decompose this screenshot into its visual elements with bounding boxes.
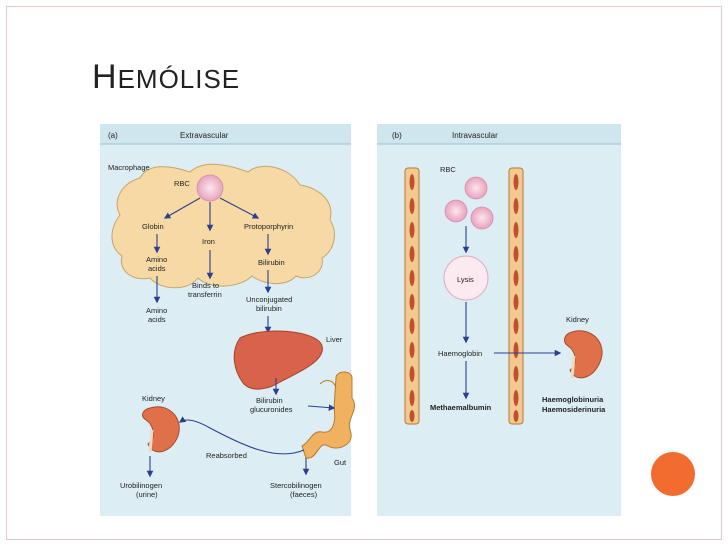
amino-acids-inner-2: acids	[148, 264, 166, 273]
iron-label: Iron	[202, 237, 215, 246]
methaemalbumin-label: Methaemalbumin	[430, 403, 492, 412]
haemoglobinuria-label: Haemoglobinuria	[542, 395, 604, 404]
title-rest: EMÓLISE	[117, 64, 241, 94]
rbc-label-a: RBC	[174, 179, 190, 188]
unconjugated-1: Unconjugated	[246, 295, 292, 304]
vessel-right-cells	[513, 174, 519, 422]
rbc-cell-a	[196, 174, 224, 202]
haemosiderinuria-label: Haemosiderinuria	[542, 405, 606, 414]
gut-organ	[301, 371, 355, 459]
rbc-cell-b3	[470, 206, 494, 230]
macrophage-label: Macrophage	[108, 163, 150, 172]
title-initial: H	[92, 58, 118, 96]
lysis-label: Lysis	[457, 275, 474, 284]
liver-label: Liver	[326, 335, 343, 344]
slide-frame	[6, 6, 722, 540]
amino-acids-out-1: Amino	[146, 306, 167, 315]
kidney-label-b: Kidney	[566, 315, 589, 324]
liver-organ	[233, 330, 323, 390]
reabsorbed-label: Reabsorbed	[206, 451, 247, 460]
binds-transferrin-2: transferrin	[188, 290, 222, 299]
globin-label: Globin	[142, 222, 164, 231]
amino-acids-inner-1: Amino	[146, 255, 167, 264]
haemoglobin-label: Haemoglobin	[438, 349, 482, 358]
panel-a-header: Extravascular	[180, 131, 229, 140]
protoporphyrin-label: Protoporphyrin	[244, 222, 293, 231]
macrophage-cell	[111, 163, 335, 289]
kidney-organ-b	[564, 330, 603, 379]
rbc-cell-b2	[444, 199, 468, 223]
panel-a-header-bar	[100, 124, 351, 144]
panel-b-header: Intravascular	[452, 131, 498, 140]
kidney-label-a: Kidney	[142, 394, 165, 403]
bilirubin-label: Bilirubin	[258, 258, 285, 267]
binds-transferrin-1: Binds to	[192, 281, 219, 290]
panel-a-tag: (a)	[108, 131, 118, 140]
bilirubin-gluc-1: Bilirubin	[256, 396, 283, 405]
kidney-organ-a	[142, 406, 180, 453]
slide-title: HEMÓLISE	[92, 58, 240, 97]
bilirubin-gluc-2: glucuronides	[250, 405, 293, 414]
urobilinogen-1: Urobilinogen	[120, 481, 162, 490]
panel-b-header-bar	[377, 124, 621, 144]
panel-b-tag: (b)	[392, 131, 402, 140]
decorative-orange-circle	[651, 452, 695, 496]
stercobilinogen-2: (faeces)	[290, 490, 318, 499]
amino-acids-out-2: acids	[148, 315, 166, 324]
urobilinogen-2: (urine)	[136, 490, 158, 499]
rbc-label-b: RBC	[440, 165, 456, 174]
gut-label: Gut	[334, 458, 347, 467]
lysis-cell	[443, 255, 489, 301]
unconjugated-2: bilirubin	[256, 304, 282, 313]
vessel-left-cells	[409, 174, 415, 422]
stercobilinogen-1: Stercobilinogen	[270, 481, 322, 490]
rbc-cell-b1	[464, 176, 488, 200]
